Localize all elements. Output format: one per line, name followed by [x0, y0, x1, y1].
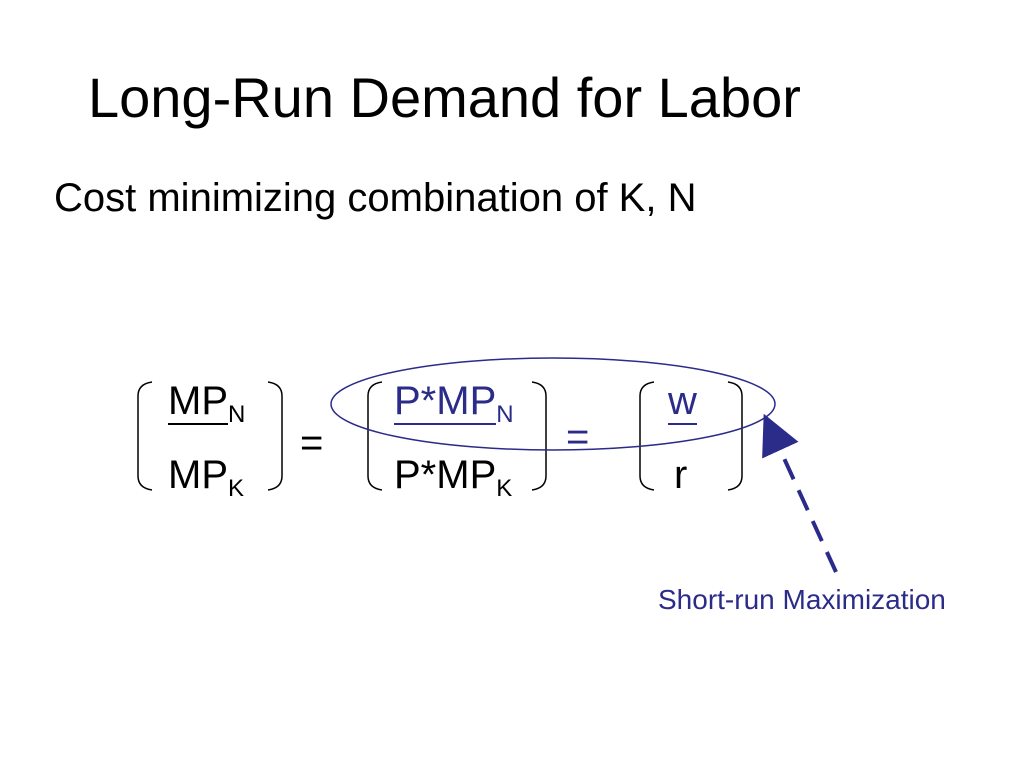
annotation-arrow: [762, 413, 838, 573]
right-numerator: w: [668, 378, 697, 425]
left-bracket-close: [267, 381, 283, 491]
right-denominator: r: [674, 453, 688, 497]
left-denominator-sub: K: [228, 475, 245, 502]
middle-denominator-sub: K: [496, 475, 513, 502]
middle-bracket-open: [367, 381, 383, 491]
middle-numerator-base: P*MP: [394, 379, 497, 423]
right-bracket-open: [639, 381, 655, 491]
left-numerator-base: MP: [168, 379, 228, 423]
slide-title: Long-Run Demand for Labor: [88, 66, 801, 129]
right-bracket-close: [727, 381, 743, 491]
left-bracket-open: [137, 381, 153, 491]
right-numerator-value: w: [668, 379, 697, 425]
slide-subtitle: Cost minimizing combination of K, N: [54, 176, 697, 220]
equals-sign-2: =: [566, 415, 590, 459]
left-denominator-base: MP: [168, 453, 228, 497]
middle-bracket-close: [531, 381, 547, 491]
left-numerator-sub: N: [228, 401, 246, 428]
annotation-label: Short-run Maximization: [658, 584, 946, 615]
middle-denominator: P*MPK: [394, 452, 512, 504]
equals-sign-1: =: [300, 421, 324, 465]
middle-numerator: P*MPN: [394, 378, 514, 430]
left-denominator: MPK: [168, 452, 244, 504]
middle-denominator-base: P*MP: [394, 453, 497, 497]
left-numerator: MPN: [168, 378, 245, 430]
middle-numerator-sub: N: [496, 401, 514, 428]
